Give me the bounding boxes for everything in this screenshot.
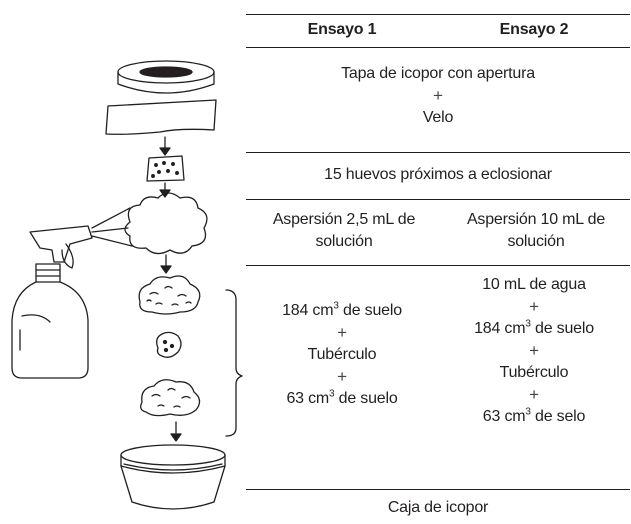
suelo-2-line-d: 63 cm3 de selo xyxy=(482,406,586,425)
plus-sign: + xyxy=(529,297,539,316)
suelo-ensayo-1: 184 cm3 de suelo + Tubérculo + 63 cm3 de… xyxy=(246,300,438,410)
row-tapa-velo: Tapa de icopor con apertura + Velo xyxy=(246,63,630,129)
table-top-rule xyxy=(246,14,630,15)
suelo-1-line-b: Tubérculo xyxy=(307,346,377,363)
suelo-ensayo-2: 10 mL de agua + 184 cm3 de suelo + Tubér… xyxy=(438,274,630,428)
lid-drawing xyxy=(117,60,215,94)
velo-text: Velo xyxy=(422,109,454,126)
tuber-drawing xyxy=(156,331,182,358)
plus-sign: + xyxy=(337,323,347,342)
tapa-text: Tapa de icopor con apertura xyxy=(341,65,535,82)
row-rule-3 xyxy=(246,265,630,266)
row-huevos: 15 huevos próximos a eclosionar xyxy=(324,166,552,183)
suelo-2-line-c: Tubérculo xyxy=(499,364,569,381)
plus-sign: + xyxy=(529,341,539,360)
row-rule-1 xyxy=(246,152,630,153)
aspersion-ensayo-1: Aspersión 2,5 mL de solución xyxy=(272,211,416,250)
row-rule-4 xyxy=(246,489,630,490)
header-rule xyxy=(246,47,630,48)
aspersion-ensayo-2: Aspersión 10 mL de solución xyxy=(466,211,606,250)
brace-drawing xyxy=(225,289,243,437)
eggs-drawing xyxy=(146,155,185,182)
experiment-illustration xyxy=(11,60,243,510)
suelo-2-line-b: 184 cm3 de suelo xyxy=(474,318,594,337)
header-ensayo-2: Ensayo 2 xyxy=(499,21,569,38)
plus-sign: + xyxy=(433,86,443,105)
row-caja: Caja de icopor xyxy=(387,499,489,516)
plus-sign: + xyxy=(337,367,347,386)
box-drawing xyxy=(120,444,226,510)
veil-drawing xyxy=(105,99,217,135)
row-rule-2 xyxy=(246,199,630,200)
soil-pile-2-drawing xyxy=(140,379,201,417)
mist-drawing xyxy=(124,192,208,255)
header-ensayo-1: Ensayo 1 xyxy=(307,21,377,38)
soil-pile-1-drawing xyxy=(138,275,201,315)
suelo-1-line-a: 184 cm3 de suelo xyxy=(282,300,402,319)
suelo-1-line-c: 63 cm3 de suelo xyxy=(286,388,398,407)
suelo-2-line-a: 10 mL de agua xyxy=(482,276,586,293)
spray-bottle-drawing xyxy=(11,225,93,379)
plus-sign: + xyxy=(529,385,539,404)
